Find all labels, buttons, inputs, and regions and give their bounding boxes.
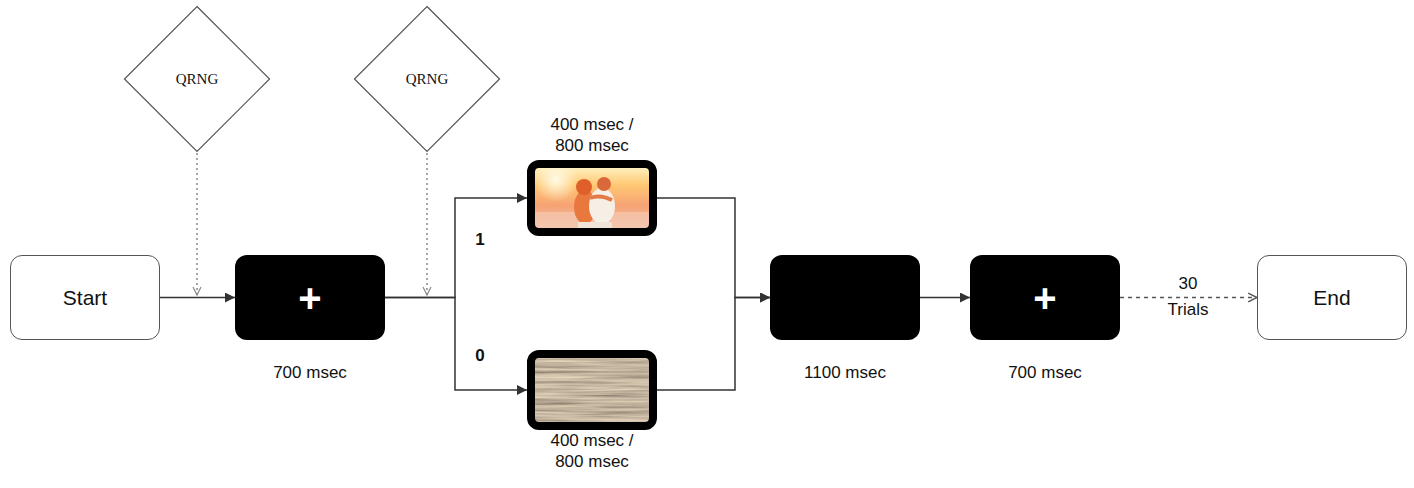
node-caption: 700 msec	[273, 362, 347, 383]
decision-diamond: QRNG	[123, 5, 271, 153]
flow-arrow	[657, 198, 770, 298]
node-label: QRNG	[406, 71, 449, 88]
diamond-shape	[354, 6, 499, 151]
stimulus-image: 400 msec / 800 msec	[527, 160, 657, 236]
flow-arrow	[160, 297, 235, 299]
start-terminal: Start	[10, 255, 160, 340]
node-label: End	[1313, 286, 1350, 310]
node-caption: 400 msec / 800 msec	[544, 114, 640, 156]
node-caption: 400 msec / 800 msec	[544, 430, 640, 472]
flow-arrow	[920, 297, 970, 299]
flow-arrow	[385, 298, 527, 391]
node-caption: 1100 msec	[804, 362, 886, 383]
blank-screen: 1100 msec	[770, 255, 920, 340]
fixation-screen: +700 msec	[970, 255, 1120, 340]
decision-diamond: QRNG	[353, 5, 501, 153]
stimulus-image: 400 msec / 800 msec	[527, 350, 657, 430]
edge-label: 0	[475, 346, 484, 366]
edge-label: 1	[475, 230, 484, 250]
qrng-leader	[196, 153, 198, 295]
end-terminal: End	[1257, 255, 1407, 340]
node-label: QRNG	[176, 71, 219, 88]
edge-label: 30 Trials	[1161, 271, 1215, 323]
qrng-leader	[426, 153, 428, 295]
couple-photo	[533, 166, 651, 230]
flow-arrow	[385, 198, 527, 298]
texture-photo	[533, 356, 651, 424]
diamond-shape	[124, 6, 269, 151]
node-label: +	[298, 278, 321, 318]
node-caption: 700 msec	[1008, 362, 1082, 383]
node-label: +	[1033, 278, 1056, 318]
fixation-screen: +700 msec	[235, 255, 385, 340]
loop-arrow	[1120, 297, 1257, 299]
flow-arrow	[657, 298, 770, 391]
node-label: Start	[63, 286, 107, 310]
